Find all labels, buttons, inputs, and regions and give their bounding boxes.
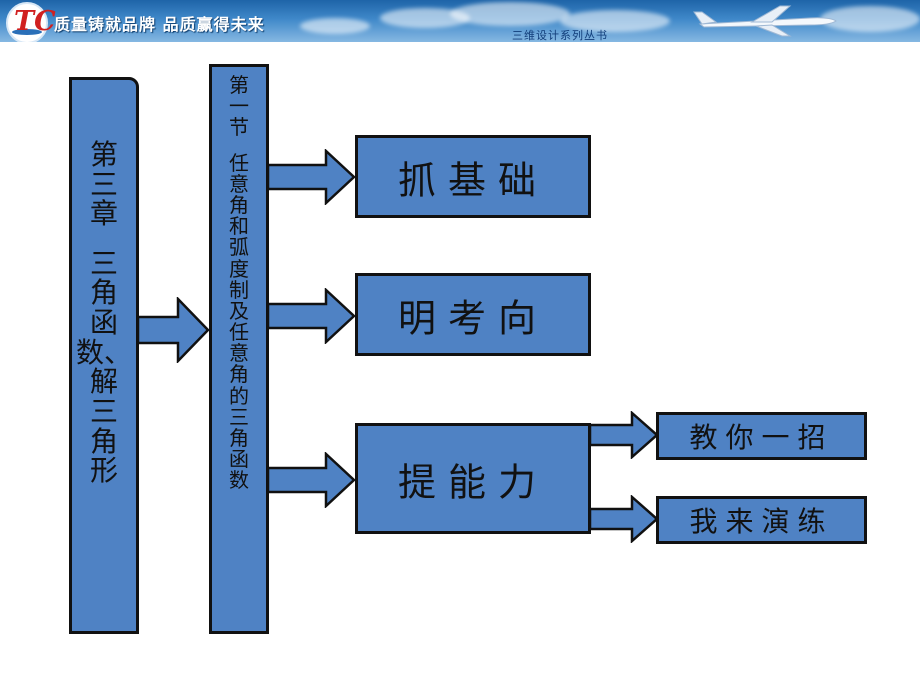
section-title-char: 意 [229, 341, 249, 366]
logo-swoosh [12, 29, 42, 35]
section-title-char: 和 [229, 214, 249, 239]
section-title: 第一节 任意角和弧度制及任意角的三角函数 [212, 73, 266, 493]
section-title-char: 角 [229, 192, 249, 217]
chapter-title-char: 数、解 [75, 335, 132, 399]
chapter-title-char: 形 [89, 454, 118, 488]
item-box-exam-direction[interactable]: 明考向 [355, 273, 591, 356]
header-banner: TC 质量铸就品牌 品质赢得未来 三维设计系列丛书 [0, 0, 920, 42]
cloud-decoration [300, 18, 370, 34]
section-title-char: 角 [229, 362, 249, 387]
chapter-title-char: 章 [89, 197, 118, 231]
cloud-decoration [560, 10, 670, 32]
arrow-right-icon [266, 149, 356, 205]
arrow-right-icon [266, 288, 356, 344]
arrow-right-icon [588, 495, 659, 543]
logo-mark: TC [14, 6, 56, 37]
chapter-title: 第三章 三角函数、解三角形 [72, 140, 136, 486]
item-label: 提能力 [397, 460, 548, 504]
section-title-char: 任 [229, 320, 249, 345]
series-title: 三维设计系列丛书 [512, 29, 608, 42]
section-title-char: 三 [229, 404, 249, 429]
item-label: 抓基础 [397, 158, 548, 202]
chapter-title-char: 角 [89, 276, 118, 310]
chapter-title-char: 三 [89, 394, 118, 428]
section-title-char: 的 [229, 383, 249, 408]
chapter-box: 第三章 三角函数、解三角形 [69, 77, 139, 634]
section-title-char: 制 [229, 277, 249, 302]
cloud-decoration [820, 6, 920, 32]
chapter-title-char: 角 [89, 424, 118, 458]
arrow-right-icon [266, 452, 356, 508]
section-title-char: 数 [229, 468, 249, 493]
section-box: 第一节 任意角和弧度制及任意角的三角函数 [209, 64, 269, 634]
chapter-title-char: 三 [89, 167, 118, 201]
item-label: 明考向 [397, 296, 548, 340]
chapter-title-char: 函 [89, 305, 118, 339]
publisher-logo: TC [6, 2, 56, 42]
section-title-char: 一 [229, 94, 249, 119]
item-box-foundation[interactable]: 抓基础 [355, 135, 591, 218]
section-title-char: 度 [229, 256, 249, 281]
section-title-char: 函 [229, 447, 249, 472]
chapter-title-char: 第 [89, 138, 118, 171]
cloud-decoration [450, 2, 570, 26]
section-title-char: 任 [229, 150, 249, 175]
arrow-right-icon [136, 297, 210, 363]
arrow-right-icon [588, 411, 659, 459]
item-box-ability[interactable]: 提能力 [355, 423, 591, 534]
subitem-box-tip[interactable]: 教你一招 [656, 412, 867, 460]
section-title-char: 角 [229, 426, 249, 450]
section-title-char: 弧 [229, 235, 249, 260]
cloud-decoration [380, 8, 470, 28]
section-title-char: 节 [229, 115, 249, 140]
subitem-box-practice[interactable]: 我来演练 [656, 496, 867, 544]
subitem-label: 我来演练 [689, 505, 834, 538]
section-title-char: 第 [229, 73, 249, 97]
chapter-title-char [72, 229, 136, 249]
section-title-char: 意 [229, 171, 249, 196]
airplane-icon [693, 5, 837, 37]
section-title-char: 及 [229, 298, 249, 323]
header-slogan: 质量铸就品牌 品质赢得未来 [54, 15, 265, 34]
chapter-title-char: 三 [89, 246, 118, 280]
subitem-label: 教你一招 [689, 421, 834, 454]
